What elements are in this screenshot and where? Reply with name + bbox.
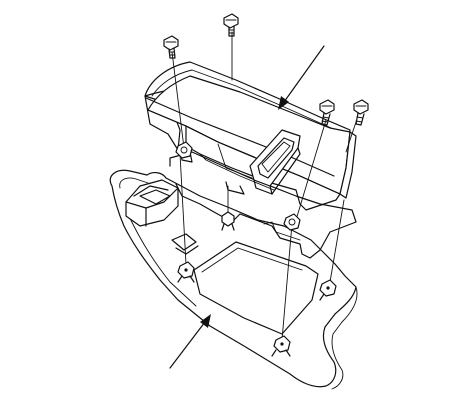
screw-top-center [223,13,239,37]
assembly-leader-lines [171,31,357,341]
callout-arrow-tray [278,45,325,110]
tray-box [144,61,357,211]
clip-panel-center [221,211,235,231]
tray-cup-recess [249,129,301,195]
callout-arrow-panel [169,314,211,369]
clip-tray-right [283,213,301,231]
clip-panel-bottom [271,335,291,357]
clip-tray-left [175,141,193,159]
clip-panel-left [177,261,195,283]
screw-right-b [353,99,369,126]
clip-panel-right [319,279,337,301]
screw-right-a [319,99,335,126]
panel-boss-block [125,179,179,227]
screw-top-left [163,35,179,59]
panel-opening [193,241,319,335]
mounting-panel [109,151,358,390]
